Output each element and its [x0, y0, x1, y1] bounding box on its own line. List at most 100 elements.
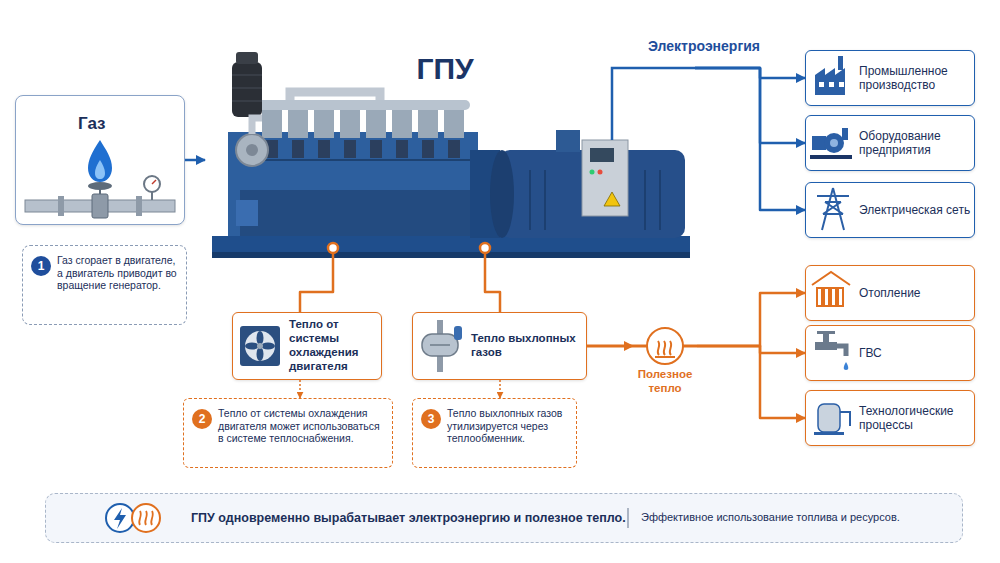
radiator-fan-icon [257, 347, 264, 361]
node-text: Полезное тепло [629, 368, 701, 396]
band-icons [627, 508, 628, 528]
gas-engine-illustration [366, 110, 386, 138]
power-tower-icon [817, 188, 849, 230]
flow-connector [697, 346, 805, 418]
flow-connector [185, 159, 205, 162]
pump-icon [812, 136, 826, 150]
gas-engine-illustration [396, 140, 408, 158]
gas-engine-illustration [240, 159, 470, 161]
gas-engine-illustration [236, 52, 258, 64]
tank-icon [818, 404, 840, 432]
callout-number: 3 [421, 409, 441, 429]
node-text: Тепло выхлопных газов [471, 313, 581, 379]
gas-engine-illustration [500, 150, 685, 238]
flow-connector [695, 68, 805, 143]
node-text: Тепло от системы охлаждения двигателя мо… [218, 407, 386, 445]
node-text: Эффективное использование топлива и ресу… [641, 494, 941, 542]
gas-engine-illustration [252, 118, 262, 134]
gas-engine-illustration [530, 170, 660, 230]
radiator-fan-icon [257, 343, 263, 349]
gas-icon [58, 196, 64, 216]
heat-exchanger-icon [422, 320, 462, 372]
node-text: Технологические процессы [859, 391, 971, 445]
gas-engine-illustration [262, 110, 282, 138]
gas-icon [88, 140, 112, 182]
gas-engine-illustration [292, 140, 304, 158]
note-box: 2 Тепло от системы охлаждения двигателя м… [183, 398, 393, 468]
power-tower-icon [817, 188, 849, 230]
gas-icon [25, 140, 175, 218]
gas-icon [25, 200, 175, 212]
flow-connector [300, 260, 333, 312]
pump-icon [842, 128, 848, 140]
useful-heat-icon [658, 341, 672, 355]
faucet-icon [844, 362, 849, 370]
band-icons [132, 504, 160, 532]
faucet-icon [837, 346, 846, 356]
band-icons [106, 504, 134, 532]
gas-engine-illustration [370, 140, 382, 158]
node-text: ГВС [859, 326, 971, 380]
gas-engine-illustration [232, 101, 262, 102]
pump-icon [830, 139, 838, 147]
gas-icon [152, 180, 156, 184]
gas-engine-illustration [544, 170, 546, 230]
radiator-fan-icon [240, 326, 280, 366]
node-text: ГПУ одновременно вырабатывает электроэне… [191, 494, 631, 542]
pump-icon [810, 128, 852, 159]
heating-icon [824, 288, 829, 306]
gas-engine-illustration [582, 140, 628, 216]
gas-engine-illustration [418, 110, 438, 138]
useful-heat-icon [633, 345, 647, 348]
gas-engine-illustration [212, 52, 695, 260]
band-icons [106, 504, 628, 532]
gas-engine-illustration [590, 148, 614, 162]
gas-engine-illustration [236, 200, 258, 226]
heat-consumer-box: ГВС [805, 325, 975, 381]
gas-engine-illustration [236, 134, 268, 166]
heat-exchanger-icon [422, 334, 458, 356]
note-box: 3Тепло выхлопных газов утилизируется чер… [412, 398, 577, 468]
gas-engine-illustration [604, 192, 620, 206]
flow-connector [695, 68, 805, 78]
gas-engine-illustration [255, 100, 470, 110]
faucet-icon [815, 342, 837, 350]
gas-engine-illustration [266, 140, 278, 158]
gas-engine-illustration [490, 150, 514, 238]
summary-band: ГПУ одновременно вырабатывает электроэне… [45, 493, 963, 543]
note-box: 1Газ сгорает в двигателе, а двигатель пр… [22, 245, 187, 325]
gas-engine-illustration [392, 110, 412, 138]
edge-label: Электроэнергия [648, 38, 760, 54]
heating-icon [817, 288, 822, 306]
gas-engine-illustration [556, 130, 580, 152]
pump-icon [824, 133, 844, 153]
flow-connector [697, 346, 805, 353]
gas-engine-illustration [318, 140, 330, 158]
callout-number: 2 [192, 409, 212, 429]
heating-icon [838, 288, 843, 306]
tank-icon [814, 404, 850, 435]
radiator-fan-icon [261, 343, 275, 350]
consumer-box: Промышленное производство [805, 50, 975, 106]
gas-engine-illustration [232, 62, 262, 117]
gas-icon [144, 176, 160, 192]
flow-connector [587, 345, 633, 348]
useful-heat-icon [655, 356, 675, 358]
gas-engine-illustration [290, 92, 380, 100]
node-text: Оборудование предприятия [859, 116, 971, 170]
gas-engine-illustration [659, 170, 661, 230]
node-text: Газ сгорает в двигателе, а двигатель при… [57, 254, 183, 292]
gas-engine-illustration [444, 110, 464, 138]
gas-engine-illustration [480, 243, 490, 253]
factory-icon [815, 56, 845, 95]
factory-icon [829, 82, 834, 87]
consumer-box: Электрическая сеть [805, 182, 975, 238]
flow-connector [695, 68, 805, 210]
gas-engine-illustration [212, 236, 690, 258]
gas-icon [88, 182, 112, 190]
faucet-icon [815, 331, 848, 370]
heat-hub: Полезное тепло [633, 326, 697, 406]
gas-engine-illustration [598, 170, 603, 175]
